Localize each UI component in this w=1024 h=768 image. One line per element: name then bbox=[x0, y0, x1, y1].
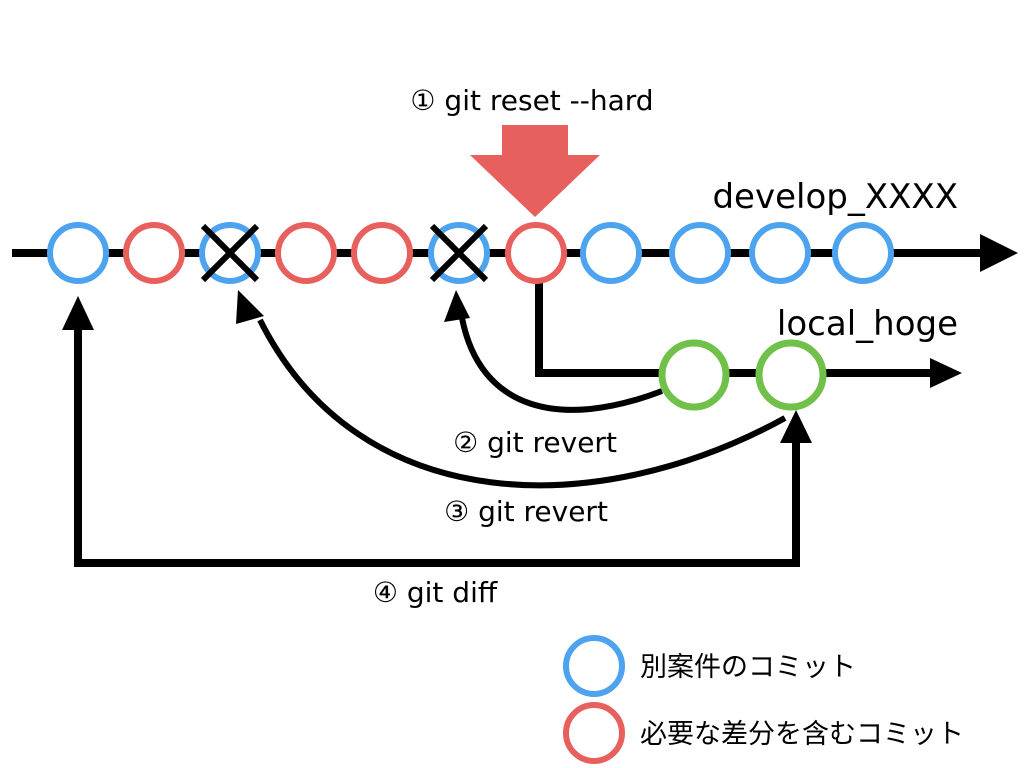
legend-blue-circle bbox=[563, 635, 625, 697]
local-branch-label: local_hoge bbox=[777, 304, 958, 344]
develop-commit-red bbox=[351, 222, 413, 284]
step-reset-label: ① git reset --hard bbox=[410, 84, 653, 117]
diff-arrowhead-left bbox=[62, 296, 94, 330]
local-commit-green bbox=[658, 339, 730, 411]
develop-branch-label: develop_XXXX bbox=[712, 177, 958, 217]
legend-blue-label: 別案件のコミット bbox=[640, 652, 856, 683]
local-commits bbox=[658, 339, 827, 411]
revert-3-curve bbox=[257, 318, 787, 489]
local-commit-green bbox=[755, 339, 827, 411]
develop-commit-blue bbox=[749, 222, 811, 284]
develop-commit-blue bbox=[47, 222, 109, 284]
develop-commit-red bbox=[505, 222, 567, 284]
develop-commit-blue bbox=[832, 222, 894, 284]
diff-bracket-line bbox=[74, 325, 800, 567]
develop-branch-arrowhead bbox=[980, 234, 1018, 272]
legend-red-circle bbox=[563, 702, 625, 764]
legend: 別案件のコミット 必要な差分を含むコミット bbox=[563, 635, 964, 764]
develop-commit-blue bbox=[580, 222, 642, 284]
cross-mark-stroke bbox=[429, 223, 489, 283]
local-branch-arrowhead bbox=[930, 358, 962, 388]
develop-commit-red bbox=[123, 222, 185, 284]
reset-arrow bbox=[470, 125, 600, 217]
revert-3-arrowhead bbox=[236, 290, 264, 324]
step-revert-3-label: ③ git revert bbox=[444, 495, 608, 528]
revert-2-curve bbox=[459, 317, 664, 413]
step-diff-label: ④ git diff bbox=[373, 576, 498, 609]
diff-arrowhead-right bbox=[780, 410, 812, 443]
develop-commits bbox=[47, 222, 894, 284]
cross-mark-stroke bbox=[200, 223, 260, 283]
legend-red-label: 必要な差分を含むコミット bbox=[640, 719, 964, 750]
develop-commit-blue bbox=[669, 222, 731, 284]
step-revert-2-label: ② git revert bbox=[453, 426, 617, 459]
revert-2-arrowhead bbox=[444, 290, 470, 322]
develop-commit-red bbox=[275, 222, 337, 284]
